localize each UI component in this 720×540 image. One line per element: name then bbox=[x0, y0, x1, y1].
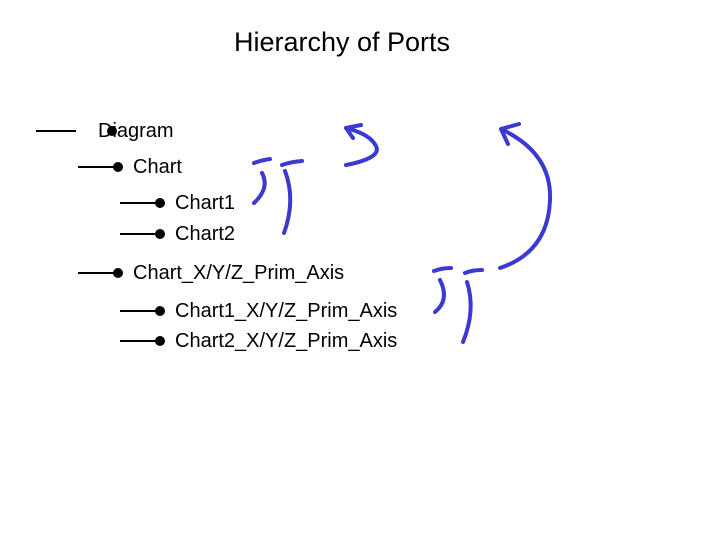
port-label: Chart1_X/Y/Z_Prim_Axis bbox=[175, 300, 398, 322]
port-label: Chart2 bbox=[175, 223, 236, 245]
port-dot-icon bbox=[155, 198, 165, 208]
bracket-chart1-axis-icon bbox=[432, 266, 453, 314]
port-connector-line bbox=[120, 340, 160, 342]
bracket-chart2-icon bbox=[280, 159, 304, 235]
page-title: Hierarchy of Ports bbox=[233, 27, 451, 57]
port-connector-line bbox=[36, 130, 76, 132]
curved-arrow-to-diagram-icon bbox=[344, 123, 379, 167]
bracket-chart1-icon bbox=[252, 157, 272, 205]
port-dot-icon bbox=[107, 126, 117, 136]
port-label: Chart2_X/Y/Z_Prim_Axis bbox=[175, 330, 398, 352]
port-connector-line bbox=[78, 166, 118, 168]
port-dot-icon bbox=[155, 306, 165, 316]
bracket-chart2-axis-icon bbox=[461, 268, 484, 344]
port-connector-line bbox=[120, 202, 160, 204]
port-connector-line bbox=[78, 272, 118, 274]
port-connector-line bbox=[120, 310, 160, 312]
port-connector-line bbox=[120, 233, 160, 235]
curved-arrow-to-chart-icon bbox=[498, 122, 553, 270]
port-dot-icon bbox=[155, 336, 165, 346]
port-label: Chart_X/Y/Z_Prim_Axis bbox=[133, 262, 345, 284]
port-label: Chart1 bbox=[175, 192, 236, 214]
port-dot-icon bbox=[113, 162, 123, 172]
port-dot-icon bbox=[113, 268, 123, 278]
port-label: Diagram bbox=[98, 120, 174, 142]
port-label: Chart bbox=[133, 156, 182, 178]
port-dot-icon bbox=[155, 229, 165, 239]
